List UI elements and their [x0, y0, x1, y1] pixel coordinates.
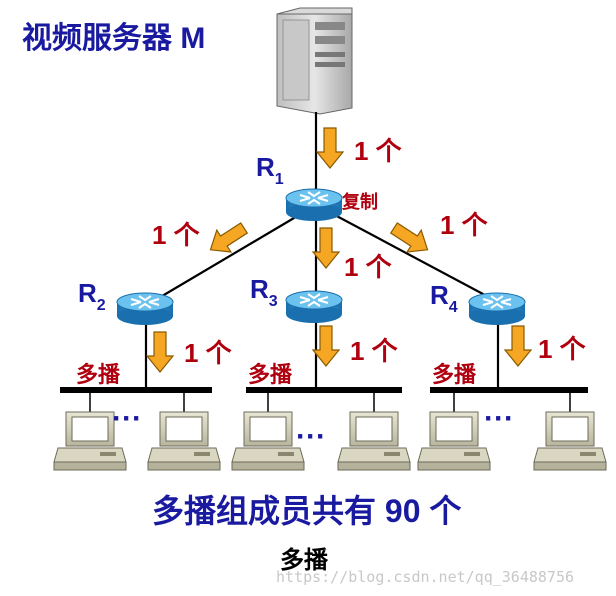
count-r1-r4: 1 个	[440, 210, 489, 240]
multicast-label-lan3: 多播	[432, 362, 477, 387]
count-r3-lan: 1 个	[350, 336, 399, 366]
count-server-r1: 1 个	[354, 136, 403, 166]
multicast-label-lan2: 多播	[248, 362, 293, 387]
arrow-r1-r2-icon	[202, 216, 252, 262]
router-r4-label: R4	[430, 280, 458, 316]
arrow-server-r1-icon	[316, 127, 344, 169]
count-r2-lan: 1 个	[184, 338, 233, 368]
count-r1-r2: 1 个	[152, 220, 201, 250]
copy-label: 复制	[341, 191, 378, 212]
members-summary: 多播组成员共有 90 个	[152, 493, 461, 529]
figure-caption: 多播	[280, 547, 329, 574]
more-hosts-dots: ···	[484, 402, 514, 435]
router-r2-label: R2	[78, 278, 106, 314]
more-hosts-dots: ···	[112, 402, 142, 435]
video-server-icon	[276, 7, 353, 115]
host-pc-icon	[533, 411, 607, 471]
pc-drops	[89, 392, 571, 412]
count-r1-r3: 1 个	[344, 252, 393, 282]
host-pc-icon	[417, 411, 491, 471]
router-r3-label: R3	[250, 274, 278, 310]
count-r4-lan: 1 个	[538, 334, 587, 364]
host-pc-icon	[231, 411, 305, 471]
router-r1-icon	[285, 188, 343, 222]
router-r4-icon	[468, 292, 526, 326]
router-r3-icon	[285, 290, 343, 324]
arrow-r2-lan-icon	[146, 331, 174, 373]
watermark: https://blog.csdn.net/qq_36488756	[276, 568, 574, 586]
arrow-r4-lan-icon	[504, 325, 532, 367]
host-pc-icon	[337, 411, 411, 471]
router-r1-label: R1	[256, 152, 284, 188]
more-hosts-dots: ···	[296, 420, 326, 453]
arrow-r1-r4-icon	[386, 216, 436, 262]
host-pc-icon	[147, 411, 221, 471]
multicast-label-lan1: 多播	[76, 362, 121, 387]
router-r2-icon	[116, 292, 174, 326]
page-title: 视频服务器 M	[22, 22, 205, 55]
